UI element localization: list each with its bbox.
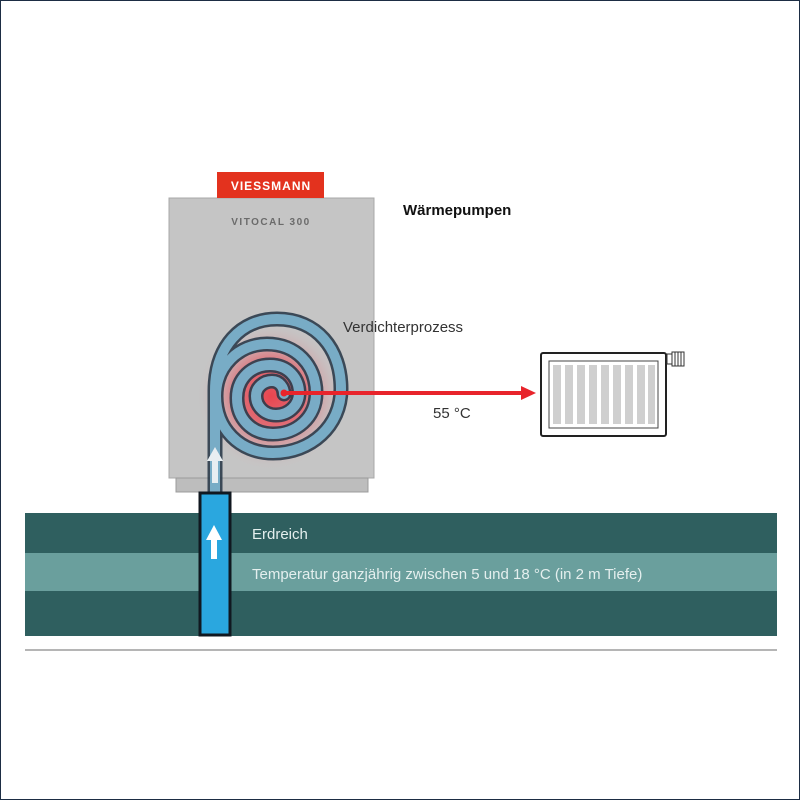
model-name: VITOCAL 300	[231, 217, 311, 228]
up-arrow-icon	[206, 525, 222, 559]
ground-pipe	[198, 491, 232, 637]
diagram-title: Wärmepumpen	[403, 202, 511, 219]
brand-logo-plate	[217, 172, 324, 198]
ground-layer-bottom	[25, 591, 777, 636]
heat-flow-arrow	[280, 386, 536, 400]
ground-layer-middle	[25, 553, 777, 591]
ground-layer-top	[25, 513, 777, 553]
process-label: Verdichterprozess	[343, 319, 463, 336]
brand-logo: VIESSMANN	[231, 179, 311, 193]
radiator-icon	[540, 351, 685, 437]
ground-name-label: Erdreich	[252, 526, 308, 543]
output-temperature-label: 55 °C	[433, 405, 471, 422]
up-arrow-icon	[207, 447, 223, 483]
compressor-spiral-icon	[207, 311, 349, 501]
ground-temperature-label: Temperatur ganzjährig zwischen 5 und 18 …	[252, 566, 642, 583]
heat-pump-base	[175, 477, 369, 493]
